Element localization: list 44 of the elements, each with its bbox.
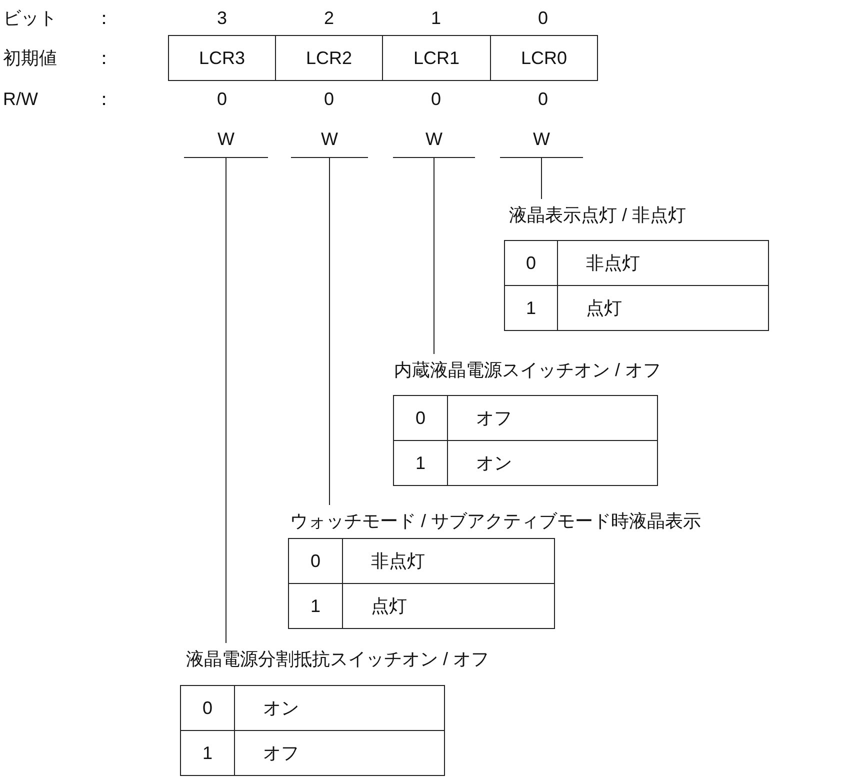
table-cell: 1	[180, 730, 234, 776]
colon: ：	[95, 7, 113, 30]
leader-line	[541, 158, 542, 200]
row-label: ビット	[3, 7, 57, 30]
table-heading: ウォッチモード / サブアクティブモード時液晶表示	[290, 510, 702, 533]
table-cell: 0	[504, 240, 558, 286]
register-cell: LCR1	[382, 35, 491, 81]
bit-number: 1	[431, 7, 442, 30]
table-cell: 0	[180, 686, 234, 730]
access-label: W	[393, 128, 475, 158]
table-cell: 非点灯	[558, 240, 768, 286]
initial-value: 0	[538, 88, 548, 111]
leader-line	[329, 158, 330, 506]
bit-number: 0	[538, 7, 548, 30]
access-label: W	[500, 128, 583, 158]
colon: ：	[95, 47, 113, 70]
table-cell: 点灯	[342, 584, 554, 628]
table-cell: 1	[288, 584, 342, 628]
bit-number: 2	[324, 7, 334, 30]
row-label: 初期値	[3, 47, 57, 70]
bit-number: 3	[217, 7, 228, 30]
table-cell: 非点灯	[342, 538, 554, 584]
table-heading: 液晶表示点灯 / 非点灯	[509, 204, 686, 227]
access-label: W	[291, 128, 368, 158]
table-cell: 0	[394, 396, 448, 440]
initial-value: 0	[431, 88, 442, 111]
initial-value: 0	[324, 88, 334, 111]
table-cell: 点灯	[558, 286, 768, 330]
initial-value: 0	[217, 88, 228, 111]
table-cell: オフ	[448, 396, 658, 440]
table-cell: 1	[394, 440, 448, 486]
table-cell: 1	[504, 286, 558, 330]
register-cell: LCR0	[490, 35, 598, 81]
table-heading: 内蔵液晶電源スイッチオン / オフ	[394, 359, 662, 382]
row-label: R/W	[3, 88, 38, 111]
colon: ：	[95, 88, 113, 111]
table-cell: オン	[448, 440, 658, 486]
register-cell: LCR2	[275, 35, 383, 81]
access-label: W	[184, 128, 268, 158]
table-cell: 0	[288, 538, 342, 584]
table-heading: 液晶電源分割抵抗スイッチオン / オフ	[186, 648, 490, 671]
register-cell: LCR3	[168, 35, 276, 81]
table-cell: オン	[234, 686, 444, 730]
table-cell: オフ	[234, 730, 444, 776]
